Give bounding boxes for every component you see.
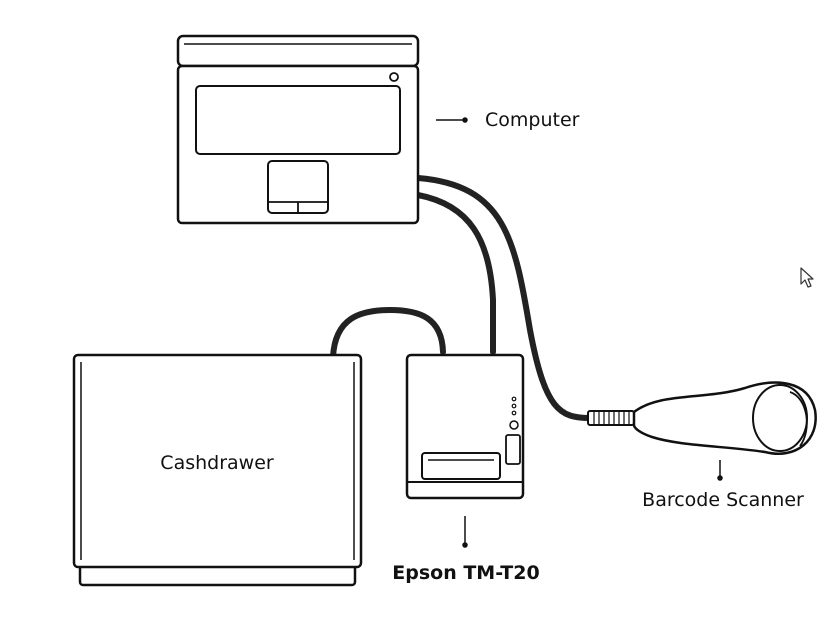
mouse-pointer-icon — [800, 267, 814, 288]
cable-printer-cashdrawer — [330, 306, 446, 360]
cables — [330, 175, 593, 421]
computer-label: Computer — [485, 109, 580, 131]
printer-label: Epson TM-T20 — [392, 562, 539, 584]
laptop-icon — [176, 34, 420, 225]
cable-computer-scanner — [415, 175, 593, 421]
barcode-scanner-icon — [587, 381, 817, 455]
label-pointers — [436, 117, 723, 548]
cashdrawer-label: Cashdrawer — [160, 452, 274, 474]
scanner-label: Barcode Scanner — [642, 489, 804, 511]
cashdrawer-icon — [72, 353, 363, 587]
cable-computer-printer — [415, 192, 496, 355]
receipt-printer-icon — [405, 353, 525, 500]
